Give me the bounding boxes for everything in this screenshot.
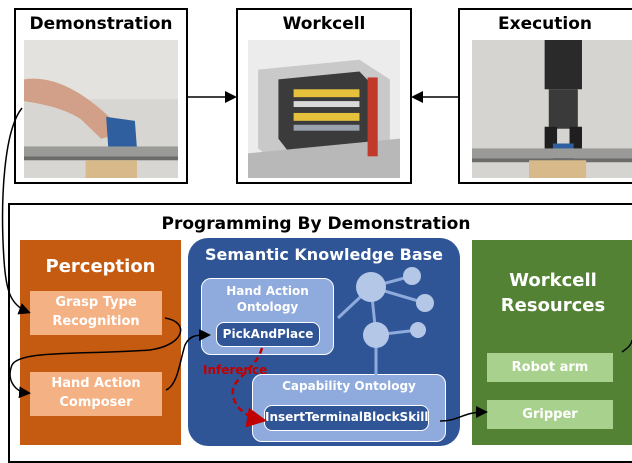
- resources-title-line2: Resources: [500, 295, 606, 316]
- hand-ontology-label: Hand Action Ontology: [202, 283, 333, 315]
- execution-photo: [472, 40, 632, 178]
- pbd-title: Programming By Demonstration: [161, 214, 471, 234]
- workcell-photo: [248, 40, 400, 178]
- skb-title: Semantic Knowledge Base: [204, 245, 443, 264]
- composer-label-line2: Composer: [59, 395, 133, 410]
- grasp-label-line2: Recognition: [52, 314, 140, 329]
- grasp-label-line1: Grasp Type: [55, 295, 137, 310]
- capability-ontology: Capability Ontology InsertTerminalBlockS…: [252, 374, 446, 442]
- resources-title-line1: Workcell: [509, 270, 597, 291]
- workcell-title: Workcell: [282, 14, 366, 34]
- composer-label-line1: Hand Action: [51, 376, 141, 391]
- perception-title: Perception: [45, 256, 156, 277]
- demonstration-title: Demonstration: [29, 14, 173, 34]
- insert-terminal-block-skill: InsertTerminalBlockSkill: [264, 405, 429, 431]
- inference-label: Inference: [203, 363, 268, 377]
- execution-title: Execution: [497, 14, 593, 34]
- demonstration-photo: [24, 40, 178, 178]
- hand-ontology-line1: Hand Action: [226, 284, 309, 298]
- grasp-type-recognition: Grasp Type Recognition: [30, 291, 162, 335]
- pick-and-place-concept: PickAndPlace: [216, 322, 320, 347]
- robot-arm-resource: Robot arm: [487, 353, 613, 382]
- gripper-resource: Gripper: [487, 400, 613, 429]
- capability-ontology-label: Capability Ontology: [282, 379, 416, 393]
- perception-block: Perception Grasp Type Recognition Hand A…: [20, 240, 181, 445]
- hand-action-ontology: Hand Action Ontology PickAndPlace: [201, 278, 334, 355]
- demonstration-panel: Demonstration: [14, 8, 188, 184]
- hand-action-composer: Hand Action Composer: [30, 372, 162, 416]
- workcell-panel: Workcell: [236, 8, 412, 184]
- execution-panel: Execution: [458, 8, 632, 184]
- resources-title: Workcell Resources: [472, 268, 632, 318]
- workcell-resources-block: Workcell Resources Robot arm Gripper: [472, 240, 632, 445]
- semantic-knowledge-base: Semantic Knowledge Base Hand Action Onto…: [188, 238, 460, 446]
- hand-ontology-line2: Ontology: [236, 300, 299, 314]
